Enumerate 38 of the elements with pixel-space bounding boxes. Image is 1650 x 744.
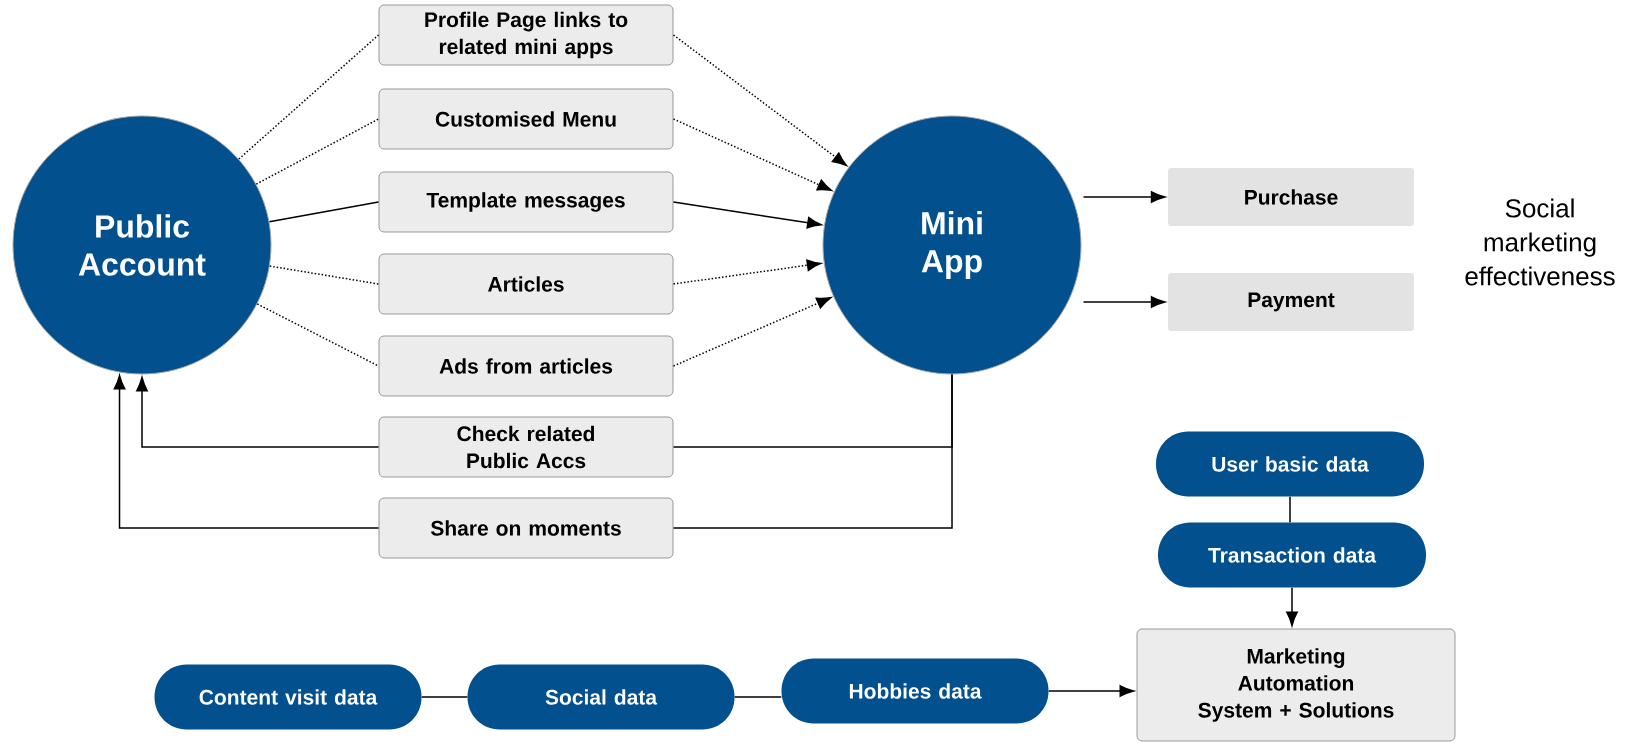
circle-node: Mini App <box>822 115 1082 375</box>
connector <box>672 297 832 367</box>
outcome-box: Purchase <box>1168 168 1414 226</box>
circle-node: Public Account <box>12 115 272 375</box>
process-box: Articles <box>378 253 674 315</box>
caption-text: Social marketing effectiveness <box>1465 198 1615 286</box>
process-box: Marketing Automation System + Solutions <box>1136 628 1456 742</box>
connector <box>672 118 832 192</box>
connector <box>1082 191 1166 203</box>
connector <box>113 374 380 529</box>
data-pill: Transaction data <box>1158 522 1426 588</box>
connector <box>238 34 380 160</box>
connector <box>1286 586 1298 627</box>
connector <box>672 259 822 285</box>
process-box: Customised Menu <box>378 88 674 150</box>
process-box: Template messages <box>378 171 674 233</box>
connector <box>256 303 380 367</box>
connector <box>420 696 469 698</box>
process-box: Share on moments <box>378 497 674 559</box>
process-box: Ads from articles <box>378 335 674 397</box>
connector <box>1289 495 1291 524</box>
process-box: Check related Public Accs <box>378 416 674 478</box>
process-box: Profile Page links to related mini apps <box>378 4 674 66</box>
data-pill: Hobbies data <box>781 658 1049 724</box>
connector <box>672 201 822 229</box>
connector <box>672 34 847 166</box>
outcome-box: Payment <box>1168 273 1414 331</box>
data-pill: User basic data <box>1156 431 1424 497</box>
connector <box>672 373 953 529</box>
connector <box>733 696 783 698</box>
data-pill: Social data <box>467 664 735 730</box>
connector <box>1047 685 1135 697</box>
connector <box>269 265 380 285</box>
data-pill: Content visit data <box>154 664 422 730</box>
connector <box>255 118 380 185</box>
connector <box>1082 296 1166 308</box>
connector <box>268 201 380 223</box>
connector <box>136 376 380 448</box>
